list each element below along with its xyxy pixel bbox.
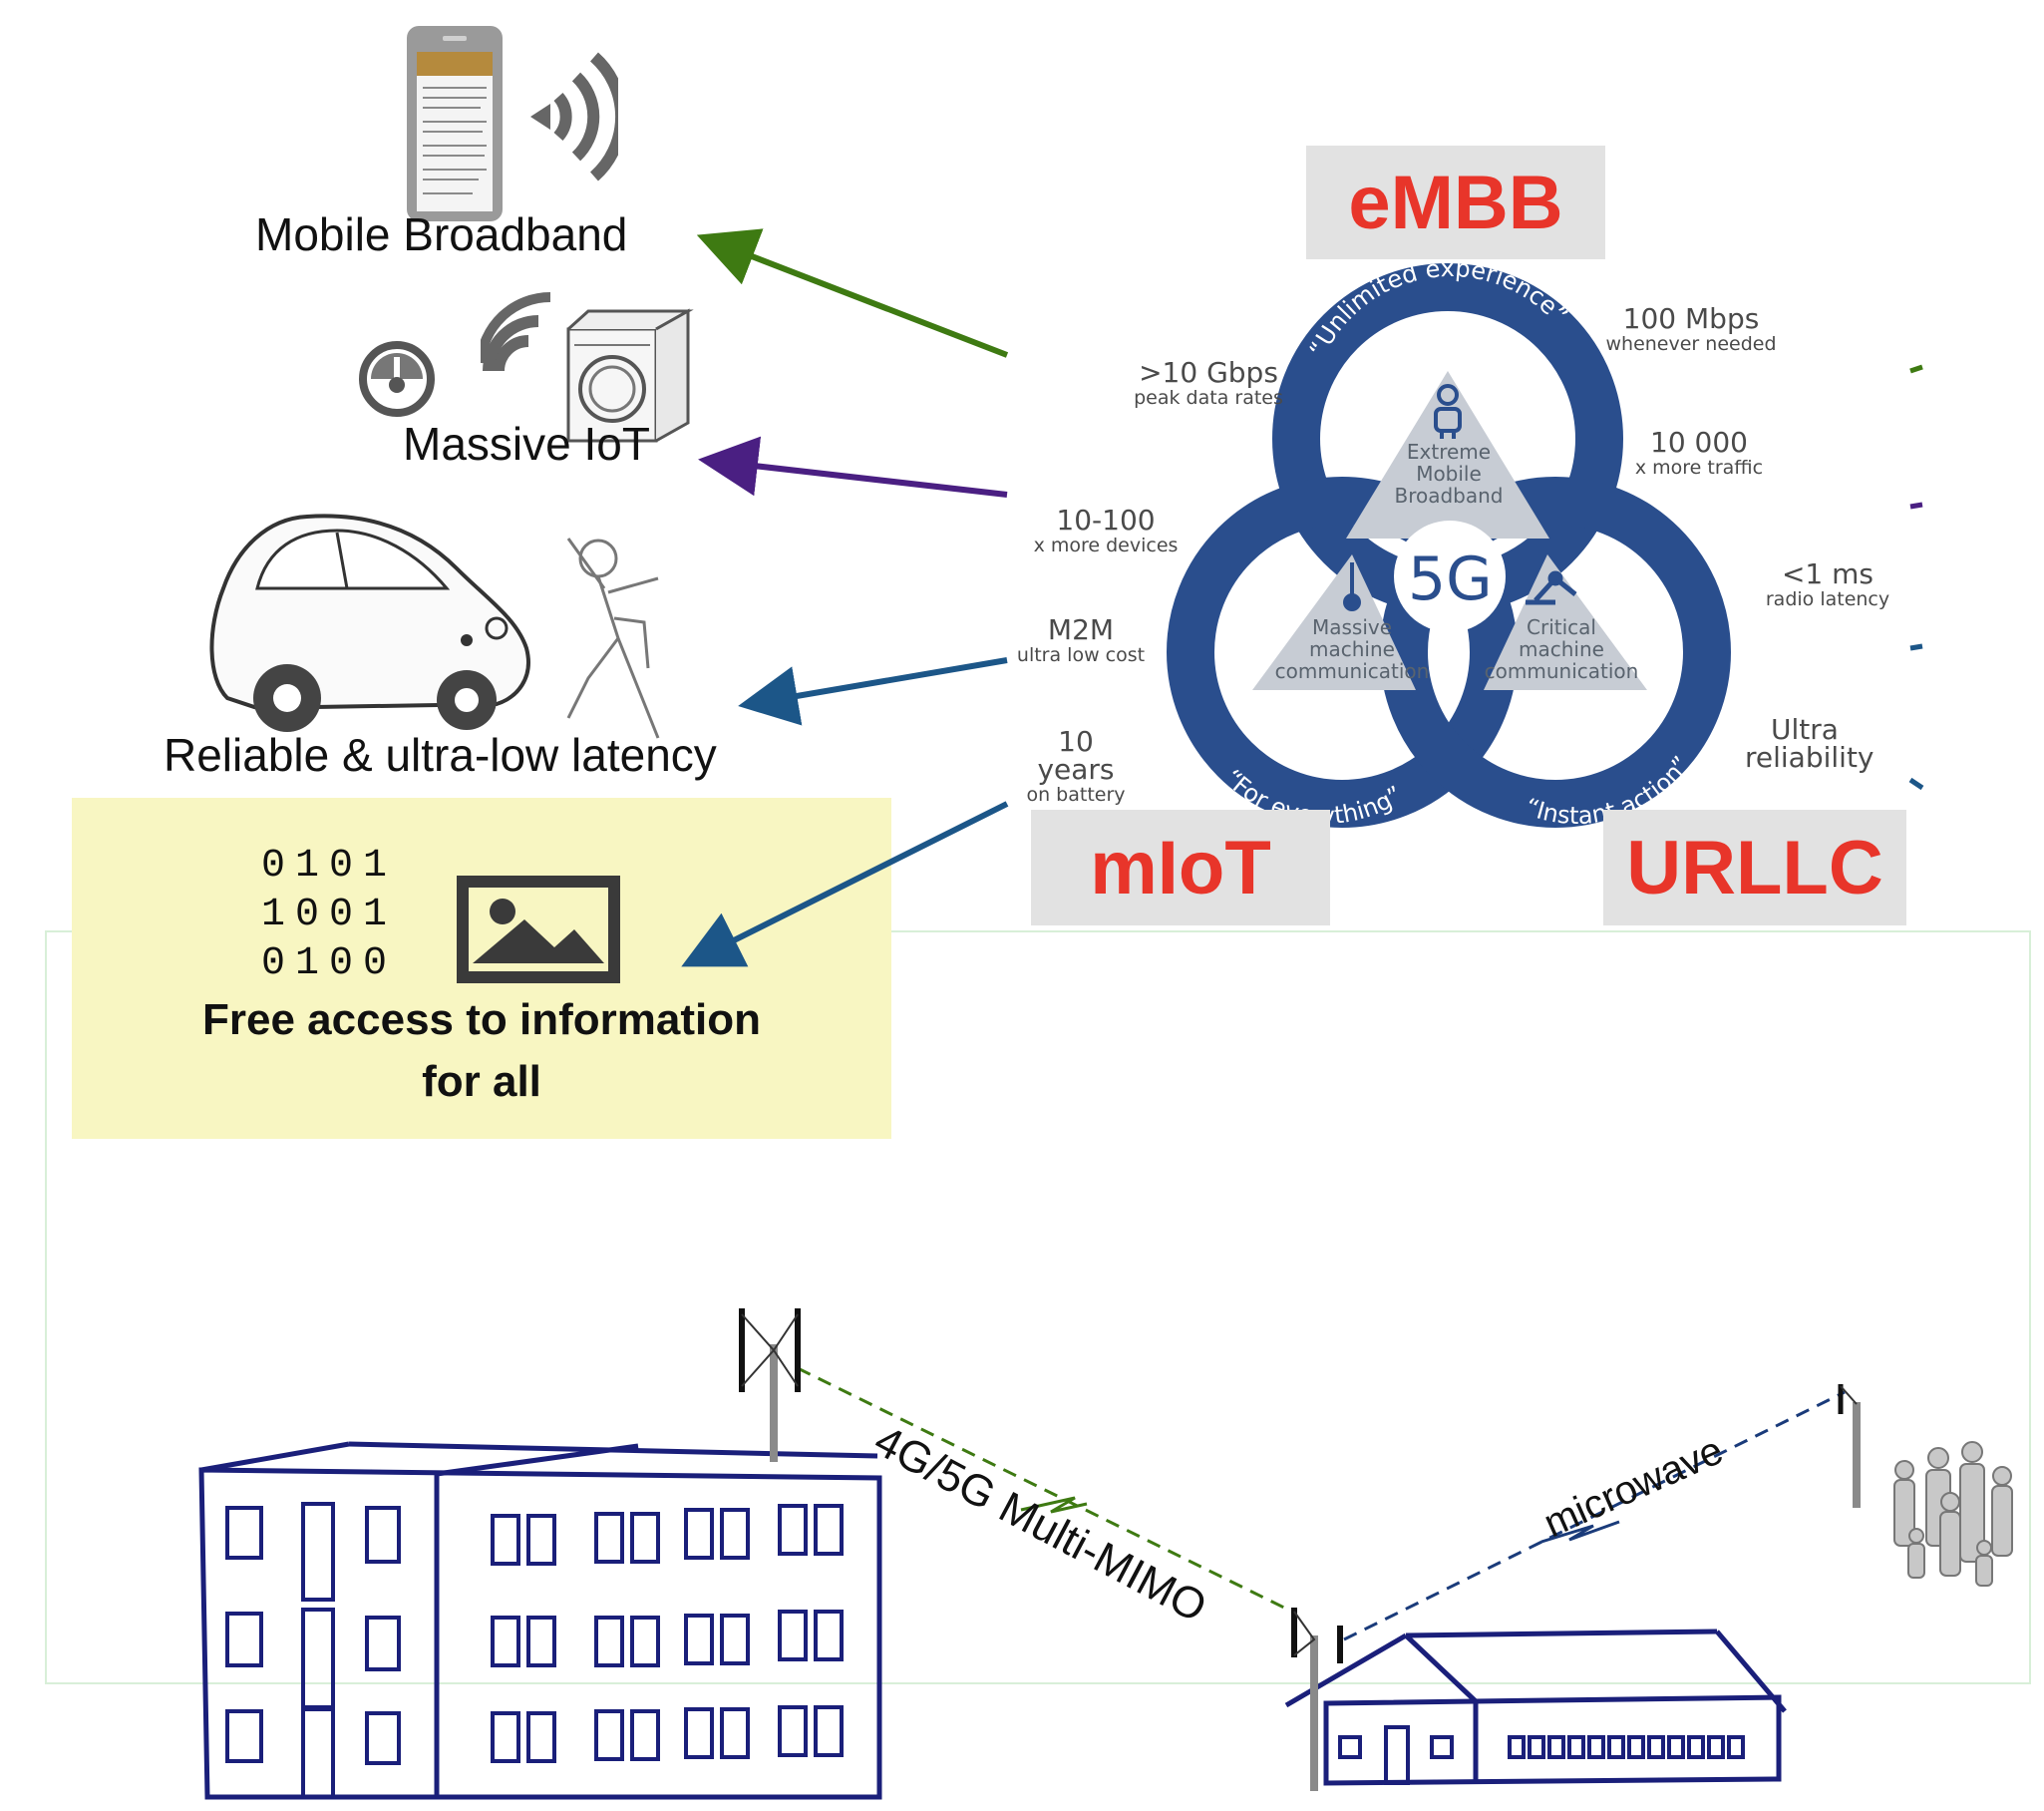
triangle-mmc (1252, 554, 1416, 690)
people-group-icon (1893, 1441, 2013, 1587)
car-icon (209, 514, 530, 732)
dancing-person-icon (566, 538, 660, 739)
robot-arm-icon (1526, 570, 1577, 605)
arrow-massive-iot (698, 436, 1008, 498)
thermometer-icon (1343, 562, 1361, 611)
triangle-cmc-text: Critical machine communication (1484, 615, 1639, 683)
free-access-line1: Free access to information (202, 995, 761, 1044)
small-house (1284, 1629, 1787, 1786)
arrow-latency (738, 657, 1008, 726)
free-access-line2: for all (422, 1057, 541, 1106)
binary-row: 0101 (261, 844, 398, 889)
binary-row: 0100 (261, 941, 398, 986)
tag-miot: mIoT (1031, 810, 1330, 925)
tag-urllc: URLLC (1603, 810, 1906, 925)
triangle-embb-text: Extreme Mobile Broadband (1394, 440, 1504, 508)
massive-iot-label: Massive IoT (403, 418, 650, 470)
wifi-signal-icon (530, 52, 618, 181)
person-icon (1434, 384, 1462, 439)
arrow-free-access (681, 801, 1009, 967)
image-icon (457, 876, 620, 983)
triangle-cmc (1484, 554, 1647, 690)
smartphone-icon (407, 26, 503, 221)
fiveg-center-label: 5G (1408, 544, 1493, 614)
antenna-icon (1838, 1384, 1861, 1508)
binary-row: 1001 (261, 893, 398, 937)
multimimo-link (797, 1366, 1297, 1616)
microwave-link (1343, 1390, 1846, 1641)
washing-machine-icon (566, 308, 694, 443)
office-building (198, 1441, 882, 1800)
arrow-embb (696, 228, 1009, 358)
mobile-broadband-label: Mobile Broadband (255, 208, 628, 260)
antenna-icon (1291, 1608, 1343, 1791)
reliable-latency-label: Reliable & ultra-low latency (164, 729, 717, 781)
gauge-icon (359, 341, 435, 417)
tag-embb: eMBB (1306, 146, 1605, 259)
wifi-signal-icon (481, 291, 551, 372)
triangle-mmc-text: Massive machine communication (1274, 615, 1430, 683)
triangle-embb (1346, 371, 1549, 539)
antenna-icon (739, 1308, 801, 1462)
